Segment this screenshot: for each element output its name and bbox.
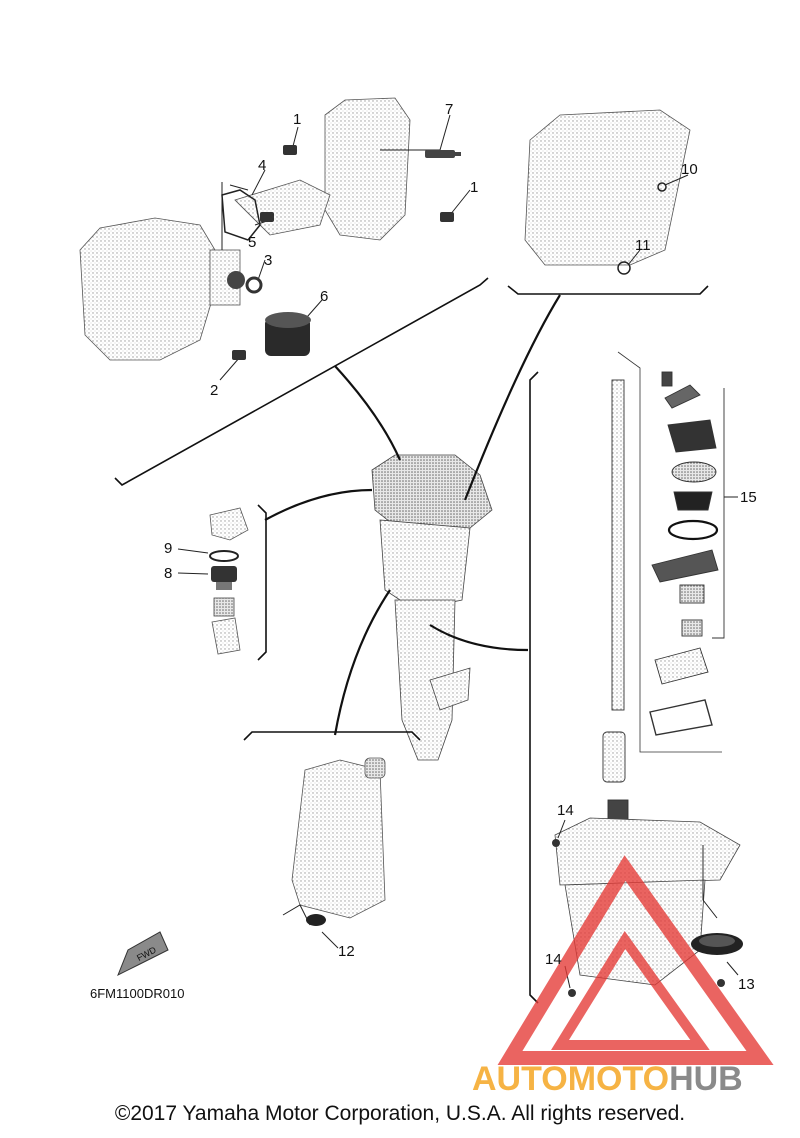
cylinder-head-group — [524, 109, 691, 266]
drain-bolt — [232, 145, 454, 360]
group-bracket-bottom-left — [243, 731, 421, 741]
fwd-arrow-icon — [117, 931, 169, 977]
group-bracket-top-right — [507, 285, 709, 295]
callout-10: 10 — [681, 161, 698, 178]
callout-3: 3 — [264, 252, 272, 269]
diagram-code: 6FM1100DR010 — [90, 986, 184, 1001]
outboard-motor — [371, 454, 493, 761]
lower-casing-group — [291, 757, 386, 919]
callout-13: 13 — [738, 976, 755, 993]
o-ring — [209, 550, 239, 562]
oil-filter — [265, 312, 311, 356]
callout-2: 2 — [210, 382, 218, 399]
svg-text:AUTOMOTOHUB: AUTOMOTOHUB — [472, 1060, 743, 1098]
callout-15: 15 — [740, 489, 757, 506]
group-bracket-left — [257, 504, 267, 661]
callout-12: 12 — [338, 943, 355, 960]
spark-plug — [425, 150, 461, 158]
drive-shaft-frame — [617, 351, 722, 753]
grommet — [306, 914, 326, 926]
watermark-word-automoto: AUTOMOTO — [472, 1060, 669, 1098]
drive-shaft — [611, 379, 625, 711]
callout-9: 9 — [164, 540, 172, 557]
thermostat — [211, 566, 237, 590]
callout-14-top: 14 — [557, 802, 574, 819]
watermark-word-hub: HUB — [669, 1060, 743, 1098]
copyright-notice: ©2017 Yamaha Motor Corporation, U.S.A. A… — [114, 1102, 686, 1125]
thermostat-group — [209, 507, 249, 655]
bushing — [602, 731, 629, 823]
callout-5: 5 — [248, 234, 256, 251]
callout-8: 8 — [164, 565, 172, 582]
callout-1-right: 1 — [470, 179, 478, 196]
engine-block-group — [79, 97, 411, 361]
callout-11: 11 — [635, 237, 651, 254]
group-bracket-right — [529, 371, 539, 1004]
callout-1-top: 1 — [293, 111, 301, 128]
o-ring-small — [617, 182, 667, 275]
watermark-logo — [497, 855, 774, 1065]
thermostat-cover — [213, 597, 235, 617]
callout-14-bottom: 14 — [545, 951, 562, 968]
callout-7: 7 — [445, 101, 453, 118]
anode — [691, 933, 743, 955]
callout-6: 6 — [320, 288, 328, 305]
water-pump-parts — [649, 371, 719, 736]
oil-seal — [227, 271, 263, 294]
gasket — [221, 189, 261, 241]
group-bracket-top-left — [114, 277, 489, 486]
callout-4: 4 — [258, 157, 266, 174]
